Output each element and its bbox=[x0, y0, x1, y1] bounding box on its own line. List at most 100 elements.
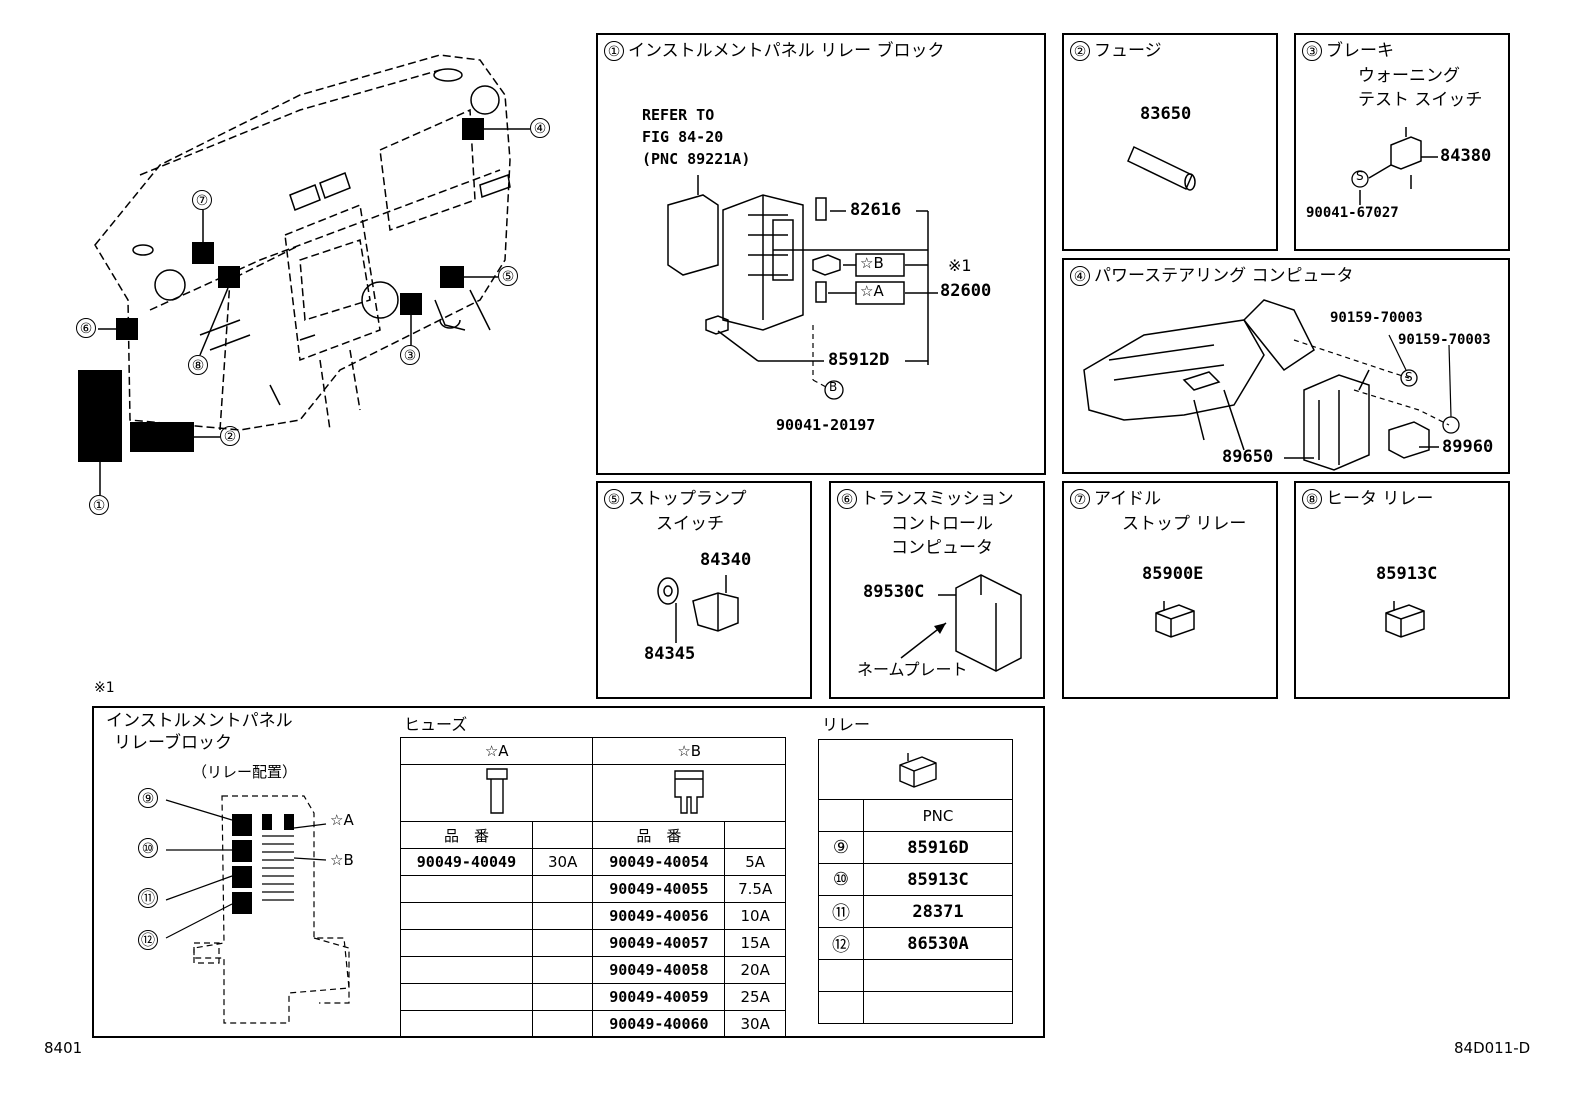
fuse-col-a-blank bbox=[531, 821, 594, 849]
star-a-label: ☆A bbox=[330, 811, 354, 829]
fuse-head-a: ☆A bbox=[399, 737, 594, 765]
relay-table-title: リレー bbox=[822, 715, 871, 734]
fuse-part-number: 90049-40057 bbox=[592, 929, 726, 957]
fuse-amperage bbox=[531, 1010, 594, 1038]
part-84340: 84340 bbox=[700, 550, 752, 570]
relay-position bbox=[818, 991, 864, 1024]
idle-relay-drawing bbox=[1155, 601, 1195, 638]
fuse-amperage: 7.5A bbox=[724, 875, 786, 903]
relay-position: ⑨ bbox=[818, 831, 864, 864]
fuse-b-icon-cell bbox=[592, 764, 786, 822]
star-b-label: ☆B bbox=[330, 851, 354, 869]
tag-a: ☆A bbox=[860, 282, 884, 300]
panel-title-line-3: テスト スイッチ bbox=[1358, 90, 1483, 110]
part-90041-20197: 90041-20197 bbox=[776, 416, 876, 434]
relay-icon-cell bbox=[818, 739, 1013, 800]
relay-layout-drawing bbox=[165, 795, 350, 1024]
fuse-part-number bbox=[400, 875, 533, 903]
fuse-head-b: ☆B bbox=[592, 737, 786, 765]
panel-title-line-2: ストップ リレー bbox=[1122, 514, 1247, 534]
fuse-a-icon-cell bbox=[399, 764, 594, 822]
panel-title-line-3: コンピュータ bbox=[891, 538, 993, 558]
part-90041-67027: 90041-67027 bbox=[1306, 205, 1399, 221]
detail-subtitle: （リレー配置） bbox=[192, 763, 298, 781]
relay-pnc: 28371 bbox=[863, 895, 1013, 928]
relay-row bbox=[818, 959, 1013, 992]
part-85912d: 85912D bbox=[828, 350, 890, 370]
stop-lamp-switch-drawing bbox=[657, 575, 739, 643]
relay-col-pnc: PNC bbox=[863, 799, 1013, 832]
refer-line-2: FIG 84-20 bbox=[642, 128, 724, 146]
fuse-part-number bbox=[400, 902, 533, 930]
fuse-part-number: 90049-40055 bbox=[592, 875, 726, 903]
callout-8: ⑧ bbox=[188, 355, 212, 376]
brake-switch-drawing bbox=[1351, 127, 1438, 205]
callout-4: ④ bbox=[530, 118, 554, 139]
relay-icon bbox=[898, 752, 937, 788]
fuse-b-icon bbox=[674, 770, 704, 814]
callout-7: ⑦ bbox=[192, 190, 216, 211]
fuse-part-number bbox=[400, 983, 533, 1011]
part-90159-70003-b: 90159-70003 bbox=[1398, 332, 1491, 348]
relay-pnc bbox=[863, 991, 1013, 1024]
callout-10: ⑩ bbox=[138, 838, 162, 859]
heater-relay-drawing bbox=[1385, 601, 1425, 638]
callout-1: ① bbox=[89, 495, 113, 516]
fuse-drawing bbox=[1127, 145, 1196, 191]
fuse-part-number bbox=[400, 929, 533, 957]
relay-pnc: 85916D bbox=[863, 831, 1013, 864]
callout-2: ② bbox=[220, 426, 244, 447]
relay-row bbox=[818, 991, 1013, 1024]
part-83650: 83650 bbox=[1140, 104, 1192, 124]
panel-title-line-2: コントロール bbox=[891, 514, 993, 534]
relay-pnc: 86530A bbox=[863, 927, 1013, 960]
s-mark: S bbox=[1356, 169, 1364, 183]
callout-3: ③ bbox=[400, 345, 424, 366]
fuse-amperage bbox=[531, 902, 594, 930]
fuse-amperage: 5A bbox=[724, 848, 786, 876]
part-82600: 82600 bbox=[940, 281, 992, 301]
panel-title-line-2: スイッチ bbox=[656, 514, 724, 534]
fuse-amperage: 25A bbox=[724, 983, 786, 1011]
refer-line-1: REFER TO bbox=[642, 106, 715, 124]
callout-5: ⑤ bbox=[498, 266, 522, 287]
nameplate-label: ネームプレート bbox=[857, 660, 968, 679]
fuse-amperage: 30A bbox=[531, 848, 594, 876]
panel-relay-block-detail: インストルメントパネル リレーブロック （リレー配置） ⑨ ⑩ ⑪ ⑫ ☆A ☆… bbox=[92, 706, 1045, 1038]
fuse-amperage bbox=[531, 929, 594, 957]
relay-pnc: 85913C bbox=[863, 863, 1013, 896]
relay-block-drawing bbox=[667, 175, 938, 400]
fuse-a-icon bbox=[486, 768, 508, 814]
footer-left-code: 8401 bbox=[44, 1039, 83, 1057]
panel-title-line-2: ウォーニング bbox=[1358, 66, 1460, 86]
fuse-col-b: 品 番 bbox=[592, 821, 726, 849]
part-85900e: 85900E bbox=[1142, 564, 1204, 584]
relay-position bbox=[818, 959, 864, 992]
fuse-table-title: ヒューズ bbox=[404, 715, 468, 734]
fuse-amperage bbox=[531, 956, 594, 984]
detail-title-line-2: リレーブロック bbox=[114, 733, 232, 753]
callout-11: ⑪ bbox=[138, 888, 162, 909]
relay-position: ⑪ bbox=[818, 895, 864, 928]
